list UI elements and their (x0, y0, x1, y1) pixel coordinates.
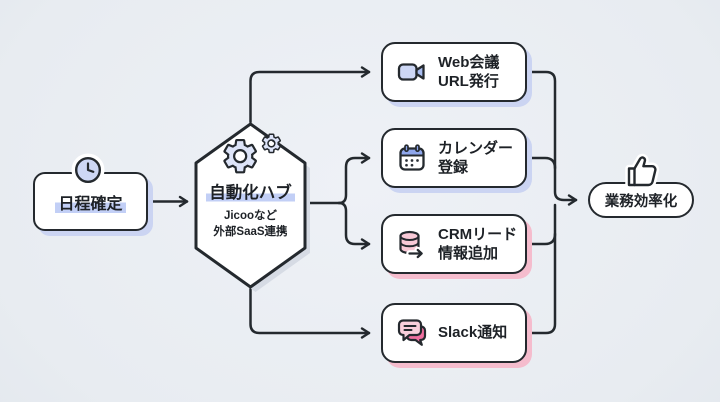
automation-hub-hexagon (194, 122, 310, 292)
thumbs-up-icon (625, 153, 660, 189)
crm-label-line1: CRMリード (438, 225, 518, 243)
gears-icon (222, 133, 281, 174)
web-meeting-node: Web会議 URL発行 (381, 42, 527, 102)
hub-note: Jicooなど 外部SaaS連携 (213, 209, 287, 240)
chat-bubbles-icon (397, 319, 427, 346)
edge-slack-to-merge (527, 203, 557, 335)
calendar-icon (399, 144, 425, 171)
edge-hub-to-web-meeting (249, 66, 371, 124)
slack-node: Slack通知 (381, 303, 527, 363)
result-label: 業務効率化 (604, 193, 678, 210)
edge-hub-to-calendar (337, 152, 371, 205)
video-camera-icon (397, 63, 425, 81)
calendar-label-line1: カレンダー (438, 139, 514, 157)
edge-merge-to-result (527, 70, 578, 206)
database-icon (399, 230, 425, 260)
crm-node: CRMリード 情報追加 (381, 214, 527, 274)
calendar-label-line2: 登録 (438, 159, 469, 176)
hub-title: 自動化ハブ (206, 179, 295, 203)
edge-calendar-to-merge (527, 156, 557, 170)
web-meeting-label-line1: Web会議 (438, 53, 500, 71)
calendar-node: カレンダー 登録 (381, 128, 527, 188)
clock-icon (71, 153, 105, 187)
hexagon-body (194, 122, 307, 289)
slack-label-line1: Slack通知 (438, 324, 508, 342)
hub-note-line1: Jicooなど (223, 210, 278, 222)
crm-label-line2: 情報追加 (438, 245, 499, 262)
web-meeting-label-line2: URL発行 (438, 73, 499, 90)
edge-hub-to-crm (337, 201, 371, 250)
hub-note-line2: 外部SaaS連携 (213, 225, 288, 238)
schedule-label: 日程確定 (55, 189, 126, 214)
edge-hub-to-slack (249, 287, 371, 339)
automation-hub-node: 自動化ハブ Jicooなど 外部SaaS連携 (194, 131, 307, 279)
edge-crm-to-merge (527, 232, 557, 246)
